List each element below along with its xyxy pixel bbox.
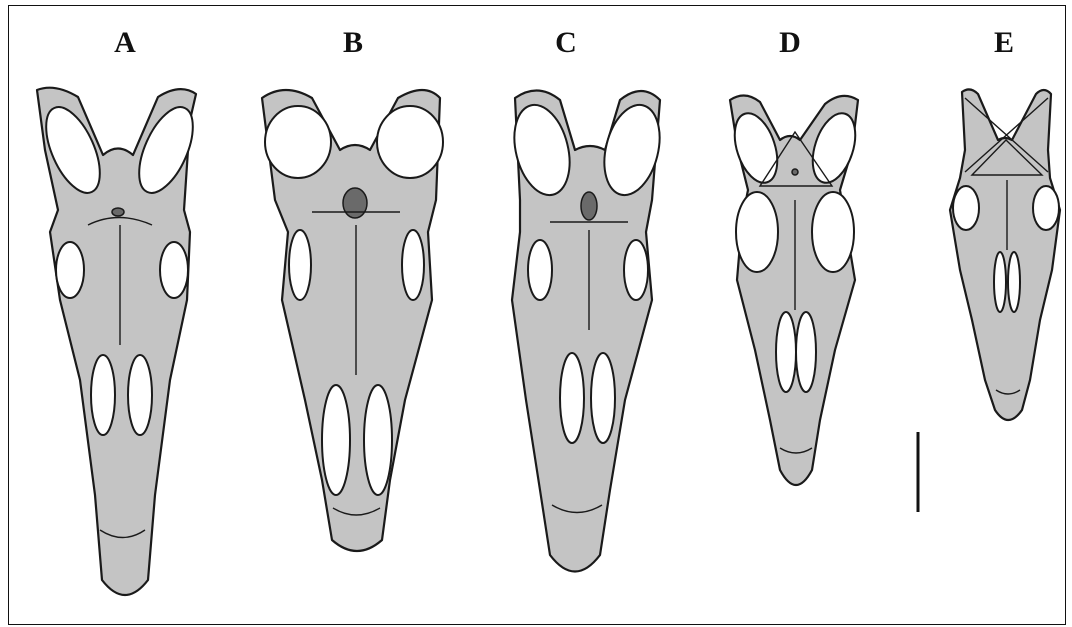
skull-a-pineal-foramen [112,208,124,216]
skull-d-naris-left [776,312,796,392]
skull-b-pineal-foramen [343,188,367,218]
skull-a-naris-right [128,355,152,435]
skull-e-fenestra-left [953,186,979,230]
skull-b-naris-left [322,385,350,495]
skull-b-fenestra-left [289,230,311,300]
skull-e-naris-left [994,252,1006,312]
skull-c-pineal-foramen [581,192,597,220]
skull-b-fenestra-right [402,230,424,300]
skull-d-naris-right [796,312,816,392]
skull-e-naris-right [1008,252,1020,312]
skull-c-naris-left [560,353,584,443]
skull-c [506,90,669,571]
skull-a [35,88,204,595]
skull-e-fenestra-right [1033,186,1059,230]
skull-a-naris-left [91,355,115,435]
skull-c-fenestra-left [528,240,552,300]
skull-e [950,89,1060,420]
skull-c-fenestra-right [624,240,648,300]
skull-b-naris-right [364,385,392,495]
skull-a-fenestra-left [56,242,84,298]
skull-d-fenestra-right [812,192,854,272]
skull-e-outline [950,89,1060,420]
skull-d-pineal-foramen [792,169,798,175]
skull-b-orbit-left [265,106,331,178]
skull-b-orbit-right [377,106,443,178]
skull-a-fenestra-right [160,242,188,298]
skull-d-fenestra-left [736,192,778,272]
skull-c-naris-right [591,353,615,443]
skull-d [727,95,863,485]
skull-b [262,90,443,551]
